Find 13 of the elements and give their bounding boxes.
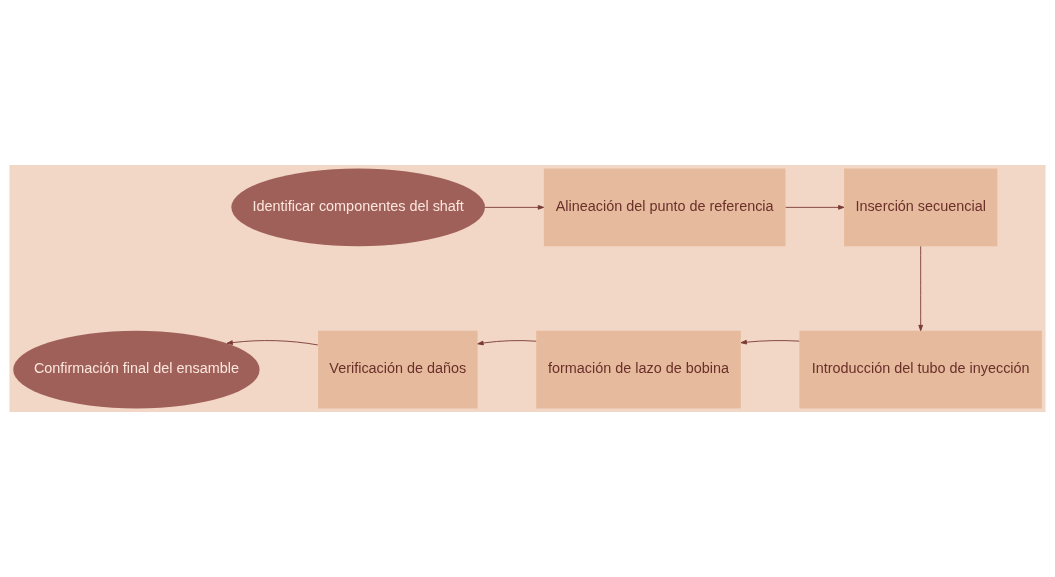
- node-ellipse: Confirmación final del ensamble: [13, 330, 260, 409]
- arrow: [740, 339, 800, 345]
- arrow: [484, 205, 545, 210]
- node-box: formación de lazo de bobina: [536, 330, 741, 409]
- node-box: Introducción del tubo de inyección: [799, 330, 1042, 409]
- node-box: Alineación del punto de referencia: [543, 168, 786, 247]
- arrow: [477, 340, 537, 346]
- arrow: [226, 340, 319, 346]
- arrow: [785, 205, 845, 210]
- node-ellipse: Identificar componentes del shaft: [231, 168, 485, 247]
- node-box: Inserción secuencial: [844, 168, 998, 247]
- node-box: Verificación de daños: [318, 330, 478, 409]
- arrow: [918, 245, 924, 332]
